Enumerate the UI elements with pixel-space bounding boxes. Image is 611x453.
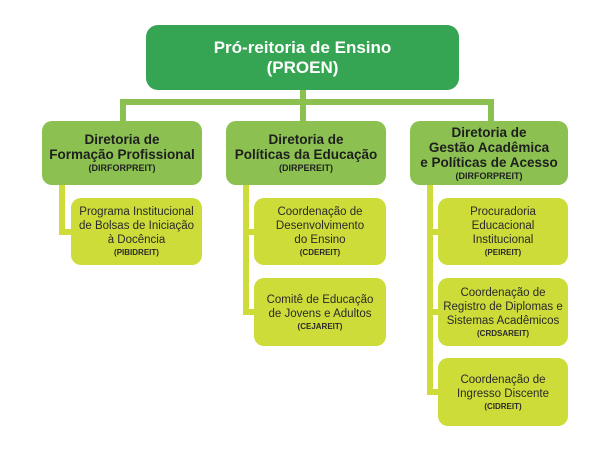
connector-col3-vertical — [427, 185, 433, 395]
directorate-title-line: e Políticas de Acesso — [420, 154, 558, 170]
unit-node-pibidreit: Programa Institucional de Bolsas de Inic… — [71, 198, 202, 265]
unit-title-line: Coordenação de — [460, 286, 546, 299]
connector-col3-unit1 — [427, 229, 440, 235]
directorate-abbreviation: (DIRFORPREIT) — [455, 170, 523, 181]
connector-dir-3 — [488, 99, 494, 122]
unit-title-line: de Jovens e Adultos — [268, 307, 372, 320]
unit-abbreviation: (CIDREIT) — [484, 401, 522, 411]
connector-horizontal-bar — [120, 99, 494, 105]
unit-title-line: Sistemas Acadêmicos — [446, 314, 560, 327]
unit-abbreviation: (CEJAREIT) — [297, 321, 343, 331]
unit-node-peireit: Procuradoria Educacional Institucional (… — [438, 198, 568, 265]
connector-dir-2 — [300, 99, 306, 122]
unit-title-line: Programa Institucional — [79, 206, 194, 218]
unit-abbreviation: (CDEREIT) — [299, 248, 341, 257]
root-node-proen: Pró-reitoria de Ensino (PROEN) — [146, 25, 459, 90]
connector-dir-1 — [120, 99, 126, 122]
directorate-node-formacao-profissional: Diretoria de Formação Profissional (DIRF… — [42, 121, 202, 185]
connector-root-down — [300, 90, 306, 102]
unit-node-cidreit: Coordenação de Ingresso Discente (CIDREI… — [438, 358, 568, 426]
directorate-title-line: Gestão Acadêmica — [428, 139, 550, 155]
unit-title-line: Procuradoria — [470, 206, 536, 218]
unit-node-crdsareit: Coordenação de Registro de Diplomas e Si… — [438, 278, 568, 346]
connector-col1-unit1 — [59, 229, 73, 235]
directorate-title-line: Diretoria de — [268, 132, 344, 147]
unit-title-line: do Ensino — [294, 234, 346, 246]
unit-abbreviation: (PIBIDREIT) — [114, 248, 159, 257]
connector-col2-unit2 — [243, 309, 256, 315]
unit-title-line: Desenvolvimento — [275, 220, 365, 232]
root-title-line-1: Pró-reitoria de Ensino — [213, 37, 392, 57]
unit-node-cdereit: Coordenação de Desenvolvimento do Ensino… — [254, 198, 386, 265]
directorate-abbreviation: (DIRPEREIT) — [279, 163, 333, 173]
unit-abbreviation: (CRDSAREIT) — [477, 328, 529, 338]
unit-abbreviation: (PEIREIT) — [484, 248, 522, 257]
directorate-node-gestao-academica: Diretoria de Gestão Acadêmica e Política… — [410, 121, 568, 185]
root-title-line-2: (PROEN) — [266, 57, 339, 77]
directorate-title-line: Diretoria de — [84, 132, 160, 147]
connector-col2-vertical — [243, 185, 249, 315]
unit-node-cejareit: Comitê de Educação de Jovens e Adultos (… — [254, 278, 386, 346]
connector-col2-unit1 — [243, 229, 256, 235]
connector-col3-unit2 — [427, 309, 440, 315]
unit-title-line: Registro de Diplomas e — [443, 300, 563, 313]
unit-title-line: Institucional — [472, 234, 534, 246]
connector-col3-unit3 — [427, 389, 440, 395]
directorate-node-politicas-educacao: Diretoria de Políticas da Educação (DIRP… — [226, 121, 386, 185]
directorate-title-line: Formação Profissional — [49, 147, 195, 162]
connector-col1-vertical — [59, 185, 65, 235]
unit-title-line: Coordenação de — [277, 206, 363, 218]
directorate-title-line: Políticas da Educação — [234, 147, 378, 162]
unit-title-line: de Bolsas de Iniciação — [78, 220, 195, 232]
unit-title-line: Comitê de Educação — [266, 293, 374, 306]
unit-title-line: Coordenação de — [460, 373, 546, 386]
unit-title-line: Ingresso Discente — [456, 387, 550, 400]
directorate-abbreviation: (DIRFORPREIT) — [88, 163, 156, 173]
unit-title-line: Educacional — [471, 220, 535, 232]
unit-title-line: à Docência — [107, 234, 166, 246]
directorate-title-line: Diretoria de — [451, 124, 527, 140]
